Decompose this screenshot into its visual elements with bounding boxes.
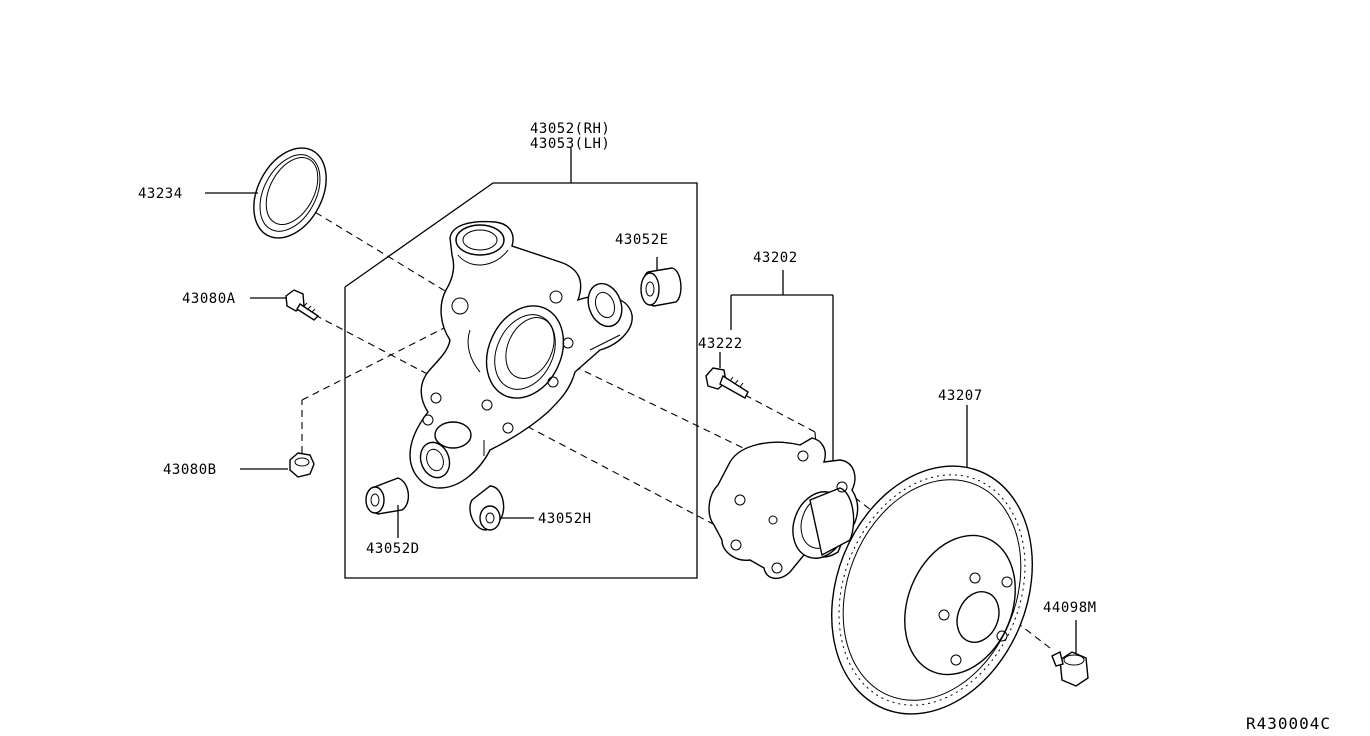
label-44098m: 44098M xyxy=(1043,600,1097,616)
label-43052h: 43052H xyxy=(538,511,592,527)
hub-bolt-43222 xyxy=(705,352,749,399)
alignment-lines xyxy=(294,199,1051,649)
nut-43080B xyxy=(240,452,315,478)
label-43202: 43202 xyxy=(753,250,798,266)
hub-group-bracket xyxy=(730,270,834,462)
label-43080a: 43080A xyxy=(182,291,236,307)
label-43052d: 43052D xyxy=(366,541,420,557)
hub-bearing-assembly xyxy=(708,437,859,579)
label-43052e: 43052E xyxy=(615,232,669,248)
label-43052-rh: 43052(RH) xyxy=(530,121,610,137)
bush-43052H xyxy=(469,485,534,531)
brake-rotor-43207 xyxy=(831,405,1033,715)
knuckle-group-frame xyxy=(344,148,698,579)
plug-44098M xyxy=(1051,620,1089,687)
bolt-43080A xyxy=(250,289,320,321)
label-43207: 43207 xyxy=(938,388,983,404)
steering-knuckle xyxy=(409,220,633,489)
label-43234: 43234 xyxy=(138,186,183,202)
bush-43052E xyxy=(640,257,682,307)
label-43080b: 43080B xyxy=(163,462,217,478)
label-43053-lh: 43053(LH) xyxy=(530,136,610,152)
seal-43234 xyxy=(253,147,327,239)
diagram-reference-code: R430004C xyxy=(1246,714,1331,733)
bush-43052D xyxy=(365,477,409,538)
label-43222: 43222 xyxy=(698,336,743,352)
